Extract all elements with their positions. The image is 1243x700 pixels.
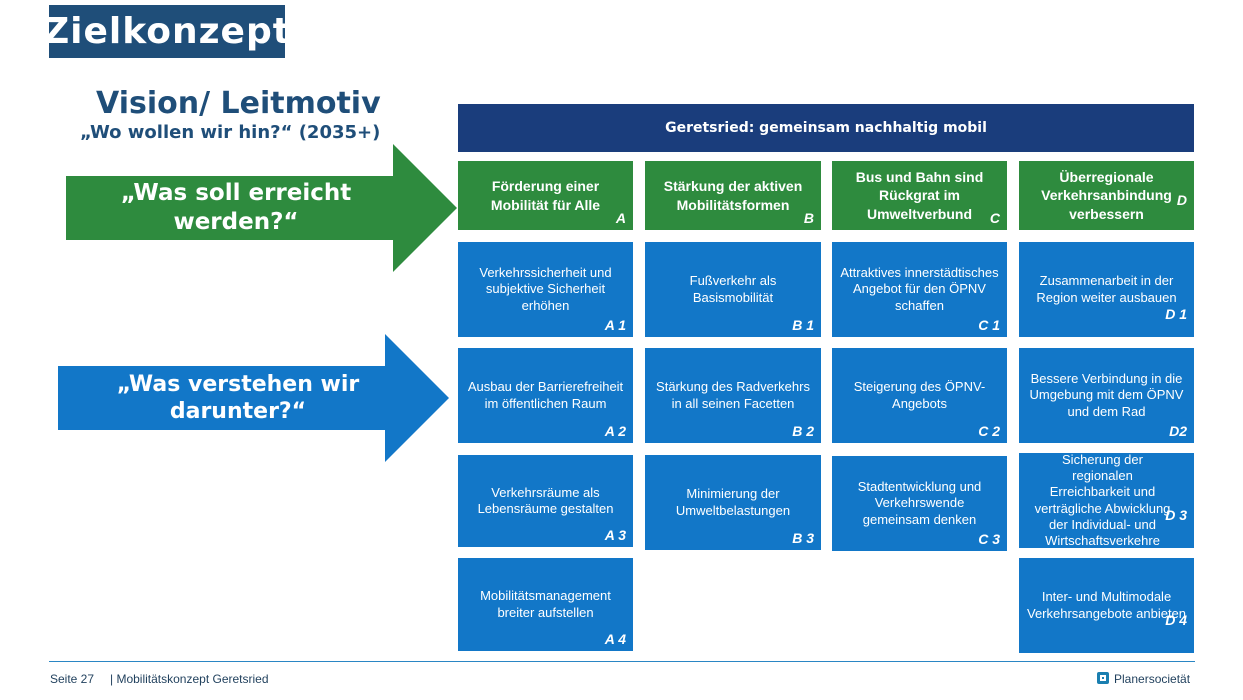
cell-d2: Bessere Verbindung in die Umgebung mit d… [1019,348,1194,443]
column-c-code: C [989,209,1000,226]
cell-b1-code: B 1 [792,316,814,333]
cell-d1-text: Zusammenarbeit in der Region weiter ausb… [1036,273,1177,305]
column-d-title: Überregionale Verkehrsanbindung verbesse… [1041,169,1172,222]
cell-b3-code: B 3 [792,529,814,546]
blue-arrow-label: „Was verstehen wir darunter?“ [98,366,378,430]
cell-b2-code: B 2 [792,422,814,439]
blue-arrow-label-line1: „Was verstehen wir [116,371,360,397]
blue-arrow-shape [58,334,449,462]
cell-a4-text: Mobilitätsmanagement breiter aufstellen [480,588,611,620]
cell-a3-text: Verkehrsräume als Lebensräume gestalten [477,484,614,516]
cell-b1: Fußverkehr als Basismobilität B 1 [645,242,821,337]
column-a-title: Förderung einer Mobilität für Alle [490,178,601,213]
column-b-code: B [803,209,814,226]
column-d-header: Überregionale Verkehrsanbindung verbesse… [1019,161,1194,230]
cell-c2: Steigerung des ÖPNV-Angebots C 2 [832,348,1007,443]
footer-page-number: Seite 27 [50,672,95,686]
cell-c3-text: Stadtentwicklung und Verkehrswende gemei… [857,479,982,527]
cell-a3: Verkehrsräume als Lebensräume gestalten … [458,455,633,547]
blue-arrow-label-line2: darunter?“ [169,399,307,424]
cell-d1: Zusammenarbeit in der Region weiter ausb… [1019,242,1194,337]
cell-d3-text: Sicherung der regionalen Erreichbarkeit … [1034,451,1171,548]
column-b-title: Stärkung der aktiven Mobilitätsformen [663,178,803,213]
cell-c3-code: C 3 [978,530,1000,547]
cell-d2-code: D2 [1169,422,1187,439]
cell-b3: Minimierung der Umweltbelastungen B 3 [645,455,821,550]
cell-d1-code: D 1 [1165,305,1187,322]
green-arrow-label: „Was soll erreicht werden?“ [120,180,352,235]
column-a-code: A [615,209,626,226]
cell-b2-text: Stärkung des Radverkehrs in all seinen F… [656,379,810,411]
cell-d4: Inter- und Multimodale Verkehrsangebote … [1019,558,1194,653]
cell-a2-code: A 2 [604,422,626,439]
cell-a2: Ausbau der Barrierefreiheit im öffentlic… [458,348,633,443]
cell-a4-code: A 4 [604,630,626,647]
footer-brand: Planersocietät [1114,672,1191,686]
cell-b1-text: Fußverkehr als Basismobilität [689,273,777,305]
cell-a3-code: A 3 [604,526,626,543]
cell-d4-code: D 4 [1165,611,1187,628]
column-d-code: D [1176,192,1187,208]
cell-b3-text: Minimierung der Umweltbelastungen [675,486,791,518]
footer-document-title: | Mobilitätskonzept Geretsried [110,672,269,686]
column-b-header: Stärkung der aktiven Mobilitätsformen B [645,161,821,230]
cell-d4-text: Inter- und Multimodale Verkehrsangebote … [1027,589,1187,621]
cell-a1-text: Verkehrssicherheit und subjektive Sicher… [479,265,612,313]
vision-subtitle: „Wo wollen wir hin?“ (2035+) [80,122,381,143]
cell-a2-text: Ausbau der Barrierefreiheit im öffentlic… [467,379,624,411]
vision-title: Vision/ Leitmotiv [96,86,381,121]
green-arrow: „Was soll erreicht werden?“ [66,144,457,272]
cell-d3-code: D 3 [1165,506,1187,523]
green-arrow-shape [66,144,457,272]
cell-c1-code: C 1 [978,316,1000,333]
cell-c2-text: Steigerung des ÖPNV-Angebots [853,379,986,411]
footer-divider [49,661,1195,662]
cell-d3: Sicherung der regionalen Erreichbarkeit … [1019,451,1194,548]
matrix-header: Geretsried: gemeinsam nachhaltig mobil [458,104,1194,152]
column-c-title: Bus und Bahn sind Rückgrat im Umweltverb… [855,169,984,222]
cell-a4: Mobilitätsmanagement breiter aufstellen … [458,558,633,651]
cell-b2: Stärkung des Radverkehrs in all seinen F… [645,348,821,443]
column-c-header: Bus und Bahn sind Rückgrat im Umweltverb… [832,161,1007,230]
blue-arrow: „Was verstehen wir darunter?“ [58,334,449,462]
cell-a1-code: A 1 [604,316,626,333]
cell-c2-code: C 2 [978,422,1000,439]
cell-c1-text: Attraktives innerstädtisches Angebot für… [840,265,999,313]
cell-c1: Attraktives innerstädtisches Angebot für… [832,242,1007,337]
cell-c3: Stadtentwicklung und Verkehrswende gemei… [832,456,1007,551]
cell-a1: Verkehrssicherheit und subjektive Sicher… [458,242,633,337]
column-a-header: Förderung einer Mobilität für Alle A [458,161,633,230]
page-title: Zielkonzept [43,5,290,58]
planersocietaet-logo-icon [1097,672,1109,684]
cell-d2-text: Bessere Verbindung in die Umgebung mit d… [1029,371,1184,419]
